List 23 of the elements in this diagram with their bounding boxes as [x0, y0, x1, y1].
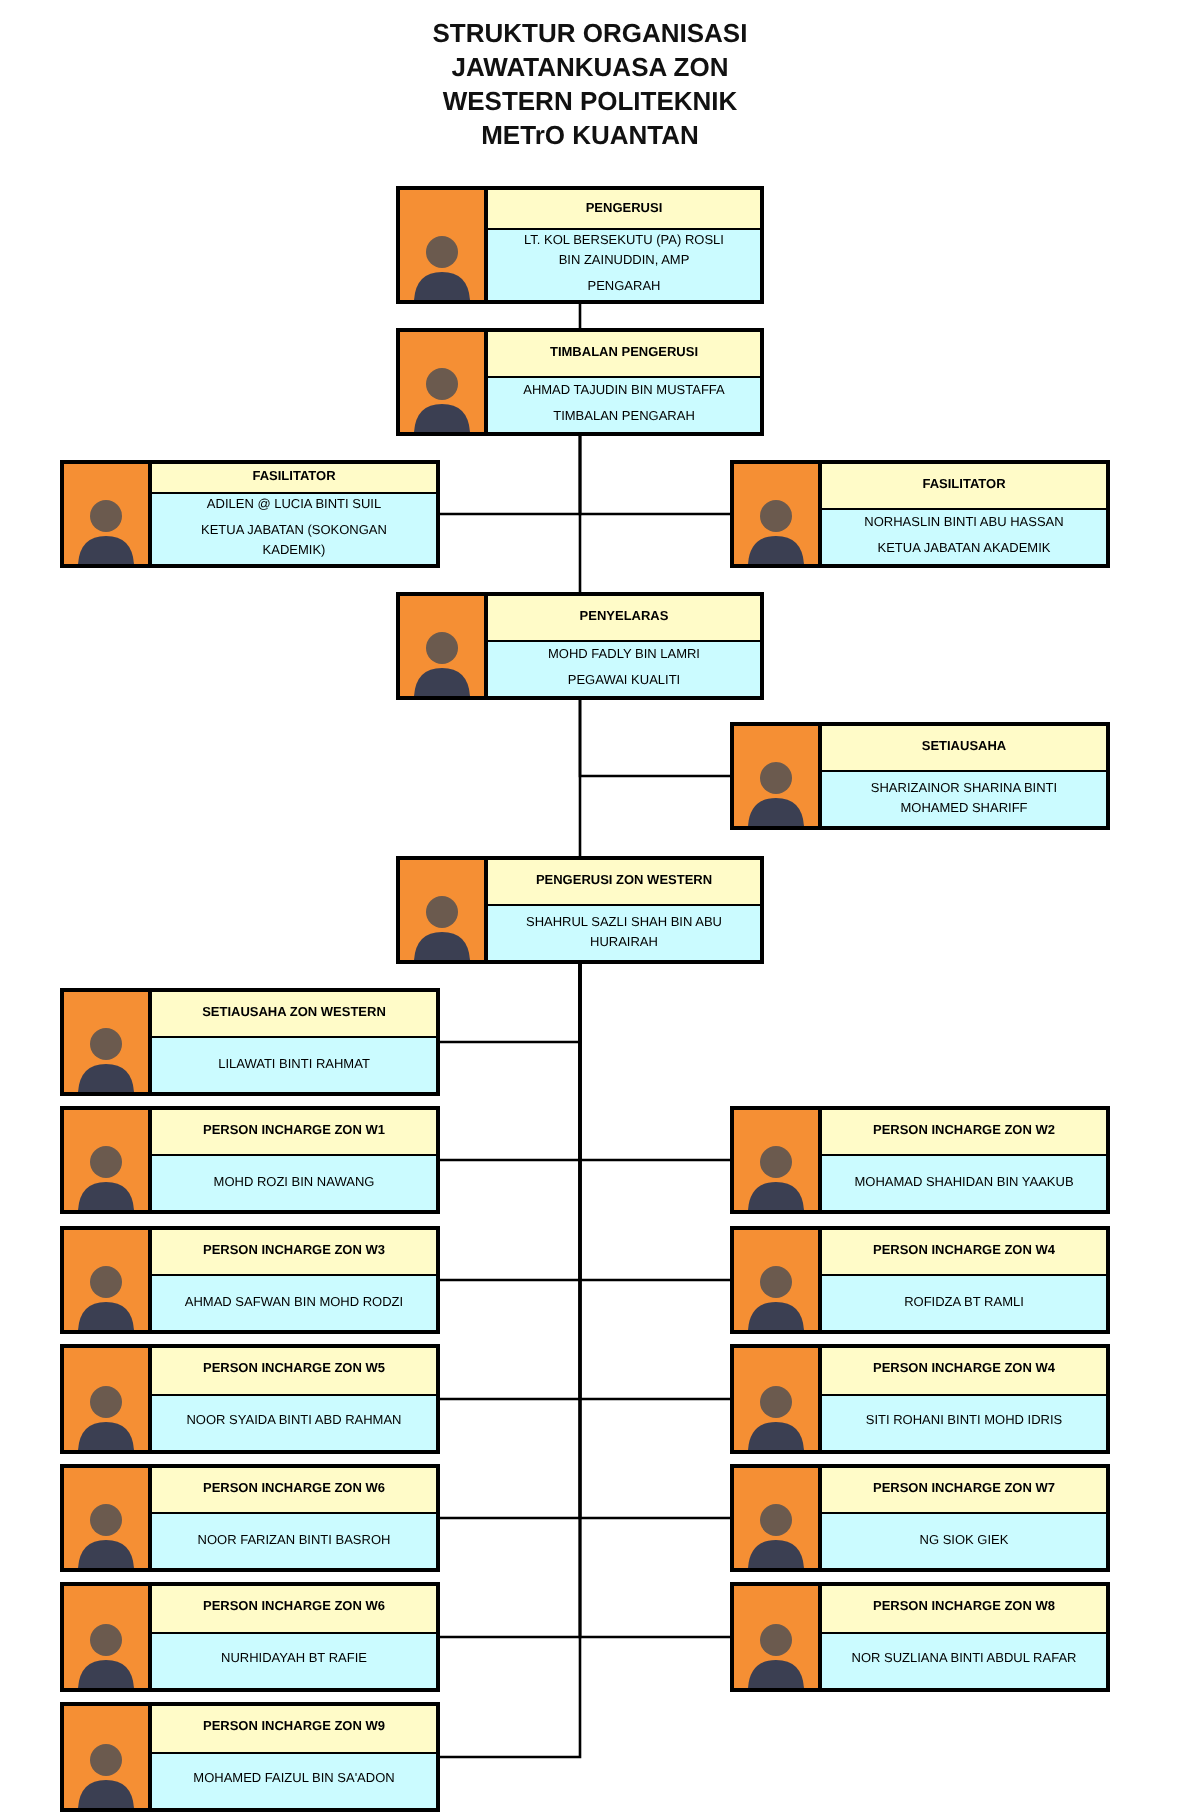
- person-card: [730, 1106, 1110, 1214]
- person-card: [60, 1702, 440, 1812]
- person-card: [730, 1464, 1110, 1572]
- person-card: [396, 186, 764, 304]
- person-card: [60, 1106, 440, 1214]
- person-card: [730, 1226, 1110, 1334]
- chart-title: STRUKTUR ORGANISASI JAWATANKUASA ZON WESTERN POLITEKNIK METrO KUANTAN: [430, 16, 750, 152]
- person-card: [730, 460, 1110, 568]
- person-card: [60, 1344, 440, 1454]
- person-card: [396, 592, 764, 700]
- connector-line: [578, 436, 582, 592]
- person-card: [396, 856, 764, 964]
- person-card: [730, 722, 1110, 830]
- person-card: [60, 1464, 440, 1572]
- person-card: [60, 1582, 440, 1692]
- person-card: [60, 1226, 440, 1334]
- person-card: [60, 460, 440, 568]
- person-card: [730, 1582, 1110, 1692]
- connector-line: [578, 700, 582, 856]
- connector-line: [578, 304, 582, 328]
- person-card: [396, 328, 764, 436]
- person-card: [730, 1344, 1110, 1454]
- person-card: [60, 988, 440, 1096]
